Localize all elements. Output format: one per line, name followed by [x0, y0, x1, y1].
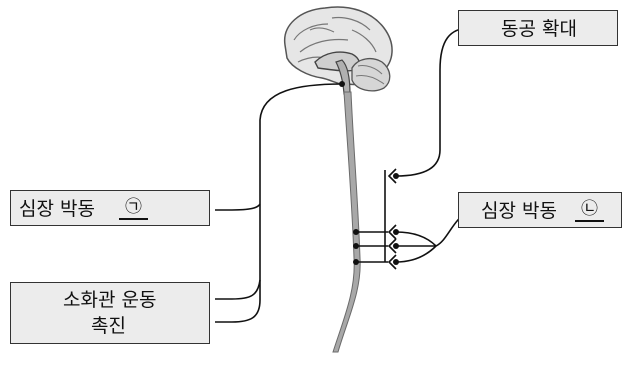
- heartbeat-left-label: 심장 박동: [19, 198, 95, 220]
- digestive-motility-label: 소화관 운동: [63, 289, 156, 311]
- pupil-dilation-box: 동공 확대: [458, 10, 618, 46]
- blank-b-mark: ㉡: [581, 199, 598, 219]
- blank-a-underline: ㉠: [119, 195, 148, 220]
- blank-b-underline: ㉡: [575, 197, 604, 222]
- heartbeat-right-label: 심장 박동: [481, 200, 557, 222]
- pupil-dilation-label: 동공 확대: [501, 18, 577, 40]
- left-nerve-lines: [215, 84, 342, 322]
- digestive-promote-label: 촉진: [91, 315, 126, 337]
- blank-a-mark: ㉠: [125, 197, 142, 217]
- brain-nerve-dot: [339, 81, 345, 87]
- brain-illustration: [285, 7, 392, 94]
- heartbeat-right-box: 심장 박동 ㉡: [458, 192, 622, 228]
- digestive-box: 소화관 운동 촉진: [10, 282, 210, 344]
- spinal-cord: [333, 92, 360, 352]
- heartbeat-left-box: 심장 박동 ㉠: [10, 190, 210, 226]
